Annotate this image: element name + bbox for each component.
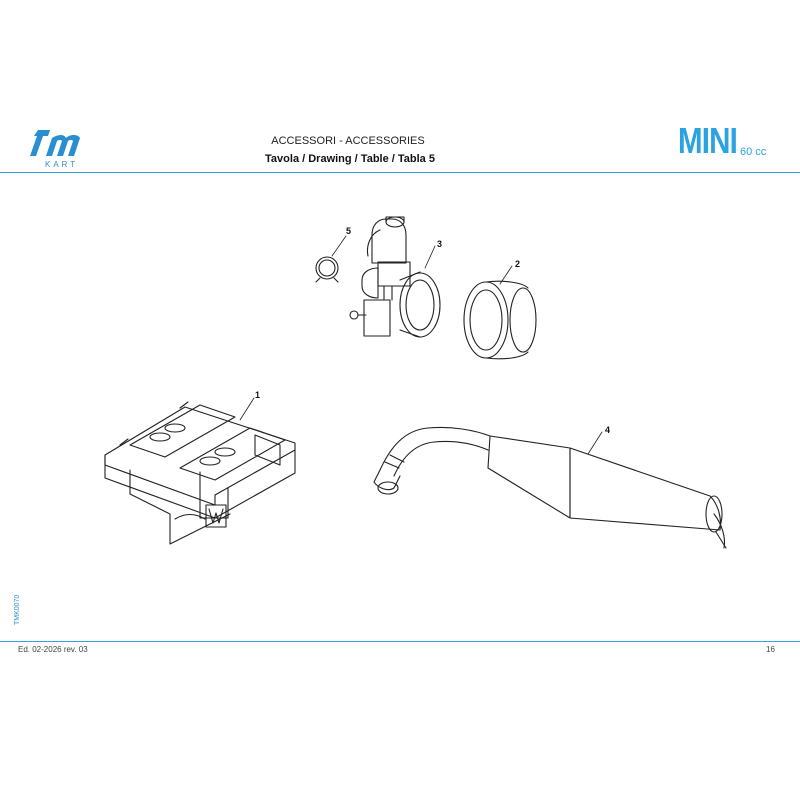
- header-divider: [0, 172, 800, 173]
- callout-2: 2: [515, 259, 520, 269]
- footer-divider: [0, 641, 800, 642]
- exhaust-part: [373, 426, 727, 549]
- brand-text: KART: [45, 160, 79, 169]
- callout-3: 3: [437, 239, 442, 249]
- callout-1: 1: [255, 390, 260, 400]
- callout-5: 5: [346, 226, 351, 236]
- clamp-ring-part: [315, 256, 339, 283]
- model-displacement: 60 cc: [740, 146, 767, 158]
- table-title: Tavola / Drawing / Table / Tabla 5: [265, 153, 435, 165]
- carburetor-part: [349, 216, 441, 338]
- edition-info: Ed. 02-2026 rev. 03: [18, 645, 88, 654]
- document-code: TMK0070: [14, 594, 21, 625]
- intake-ring-part: [463, 280, 537, 360]
- section-title: ACCESSORI - ACCESSORIES: [271, 135, 425, 147]
- tm-kart-logo: [24, 124, 104, 172]
- page-number: 16: [766, 645, 775, 654]
- engine-mount-part: [104, 401, 296, 545]
- model-name: MINI: [678, 120, 738, 161]
- callout-4: 4: [605, 425, 610, 435]
